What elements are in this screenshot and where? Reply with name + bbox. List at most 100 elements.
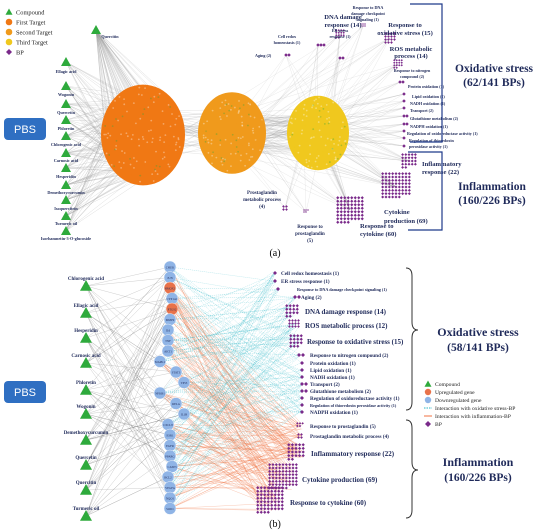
- bp-node: [277, 486, 281, 490]
- oxidative-edge: [167, 305, 290, 352]
- bp-node: [288, 314, 292, 318]
- oxidative-edge: [175, 295, 297, 373]
- compound-gene-edge: [85, 455, 171, 517]
- bp-node: [398, 59, 401, 62]
- bp-node: [384, 172, 388, 176]
- bp-node: [397, 172, 401, 176]
- legend-bp-icon: [6, 49, 12, 55]
- compound-gene-edge: [85, 277, 171, 287]
- inflammation-edge: [175, 403, 275, 503]
- bp-cluster: [402, 99, 406, 103]
- bp-node: [360, 196, 364, 200]
- gene-label: CASP3: [167, 465, 177, 469]
- bp-label: Response to: [360, 223, 394, 230]
- bp-label: ER stress response (1): [281, 278, 330, 285]
- bp-label: Protein oxidation (1): [310, 360, 356, 367]
- panel-b-oxidative-title: Oxidative stress: [437, 325, 519, 339]
- bp-node: [384, 178, 388, 182]
- bp-node: [404, 156, 408, 160]
- compound-gene-edge: [85, 277, 171, 339]
- bp-node: [256, 500, 260, 504]
- compound-label: Wogonin: [58, 92, 75, 97]
- inflammation-edge: [167, 424, 269, 493]
- gene-node: [169, 397, 183, 410]
- bp-node: [346, 217, 350, 221]
- bp-node: [404, 188, 408, 192]
- bp-node: [280, 503, 284, 507]
- bp-node: [281, 473, 285, 477]
- compound-gene-edge: [85, 337, 173, 467]
- oxidative-edge: [167, 350, 298, 356]
- oxidative-edge: [175, 281, 274, 373]
- inflammation-edge: [169, 287, 301, 429]
- bp-label: Transport (2): [410, 108, 434, 113]
- bp-node: [288, 463, 292, 467]
- compound-gene-edge: [85, 308, 173, 466]
- gene-label: STAT3: [172, 371, 181, 375]
- bp-cluster: [401, 153, 417, 169]
- edge: [65, 164, 120, 217]
- inflammation-edge: [169, 425, 302, 488]
- oxidative-edge: [183, 271, 275, 415]
- bp-node: [297, 433, 300, 436]
- panel-a-bp-nodes: [282, 23, 417, 224]
- bp-node: [281, 463, 285, 467]
- bp-node: [289, 337, 293, 341]
- bp-node: [353, 206, 357, 210]
- inflammation-edge: [169, 447, 293, 499]
- inflammation-edge: [171, 428, 301, 467]
- bp-cluster: [402, 114, 409, 118]
- bp-node: [292, 334, 296, 338]
- bp-node: [364, 25, 366, 27]
- bp-node: [295, 304, 299, 308]
- bp-cluster: [297, 353, 305, 357]
- bp-node: [342, 34, 345, 37]
- compound-gene-edge: [85, 403, 177, 415]
- gene-label: CXCL8: [163, 423, 173, 427]
- bp-node: [387, 35, 390, 38]
- compound-gene-edge: [85, 285, 169, 352]
- gene-label: MAPK1: [155, 360, 166, 364]
- oxidative-edge: [169, 319, 302, 371]
- bp-node: [297, 436, 300, 439]
- bp-node: [270, 496, 274, 500]
- bp-label: DNA damage response (14): [305, 308, 387, 316]
- bp-node: [343, 206, 347, 210]
- bp-cluster: [402, 106, 406, 110]
- bp-node: [384, 41, 387, 44]
- inflammation-edge: [167, 424, 278, 486]
- bp-node: [297, 295, 301, 299]
- bp-node: [360, 210, 364, 214]
- oxidative-edge: [159, 315, 295, 362]
- panel-b-oxidative-count: (58/141 BPs): [447, 342, 509, 354]
- bp-cluster: [300, 375, 304, 379]
- bp-label: response (22): [422, 169, 459, 176]
- compound-gene-edge: [85, 389, 169, 425]
- bp-cluster: [336, 196, 364, 224]
- bp-node: [397, 175, 401, 179]
- compound-node: [61, 81, 71, 90]
- bp-node: [299, 341, 303, 345]
- bp-node: [405, 122, 409, 126]
- bp-node: [273, 496, 277, 500]
- compound-gene-edge: [85, 308, 173, 517]
- bp-node: [360, 217, 364, 221]
- bp-label: Response to DNA damage checkpoint signal…: [297, 287, 387, 292]
- oxidative-edge: [169, 277, 300, 355]
- bp-node: [387, 185, 391, 189]
- bp-node: [384, 188, 388, 192]
- bp-node: [402, 99, 406, 103]
- bp-node: [271, 463, 275, 467]
- bp-node: [268, 483, 272, 487]
- bp-node: [288, 483, 292, 487]
- oxidative-edge: [167, 389, 303, 425]
- bp-node: [296, 344, 300, 348]
- inflammation-edge: [169, 434, 298, 450]
- bp-label: Response to: [388, 22, 422, 29]
- compound-gene-edge: [85, 424, 169, 466]
- bp-node: [292, 311, 296, 315]
- bp-node: [297, 319, 300, 322]
- bp-node: [381, 192, 385, 196]
- bp-node: [319, 43, 323, 47]
